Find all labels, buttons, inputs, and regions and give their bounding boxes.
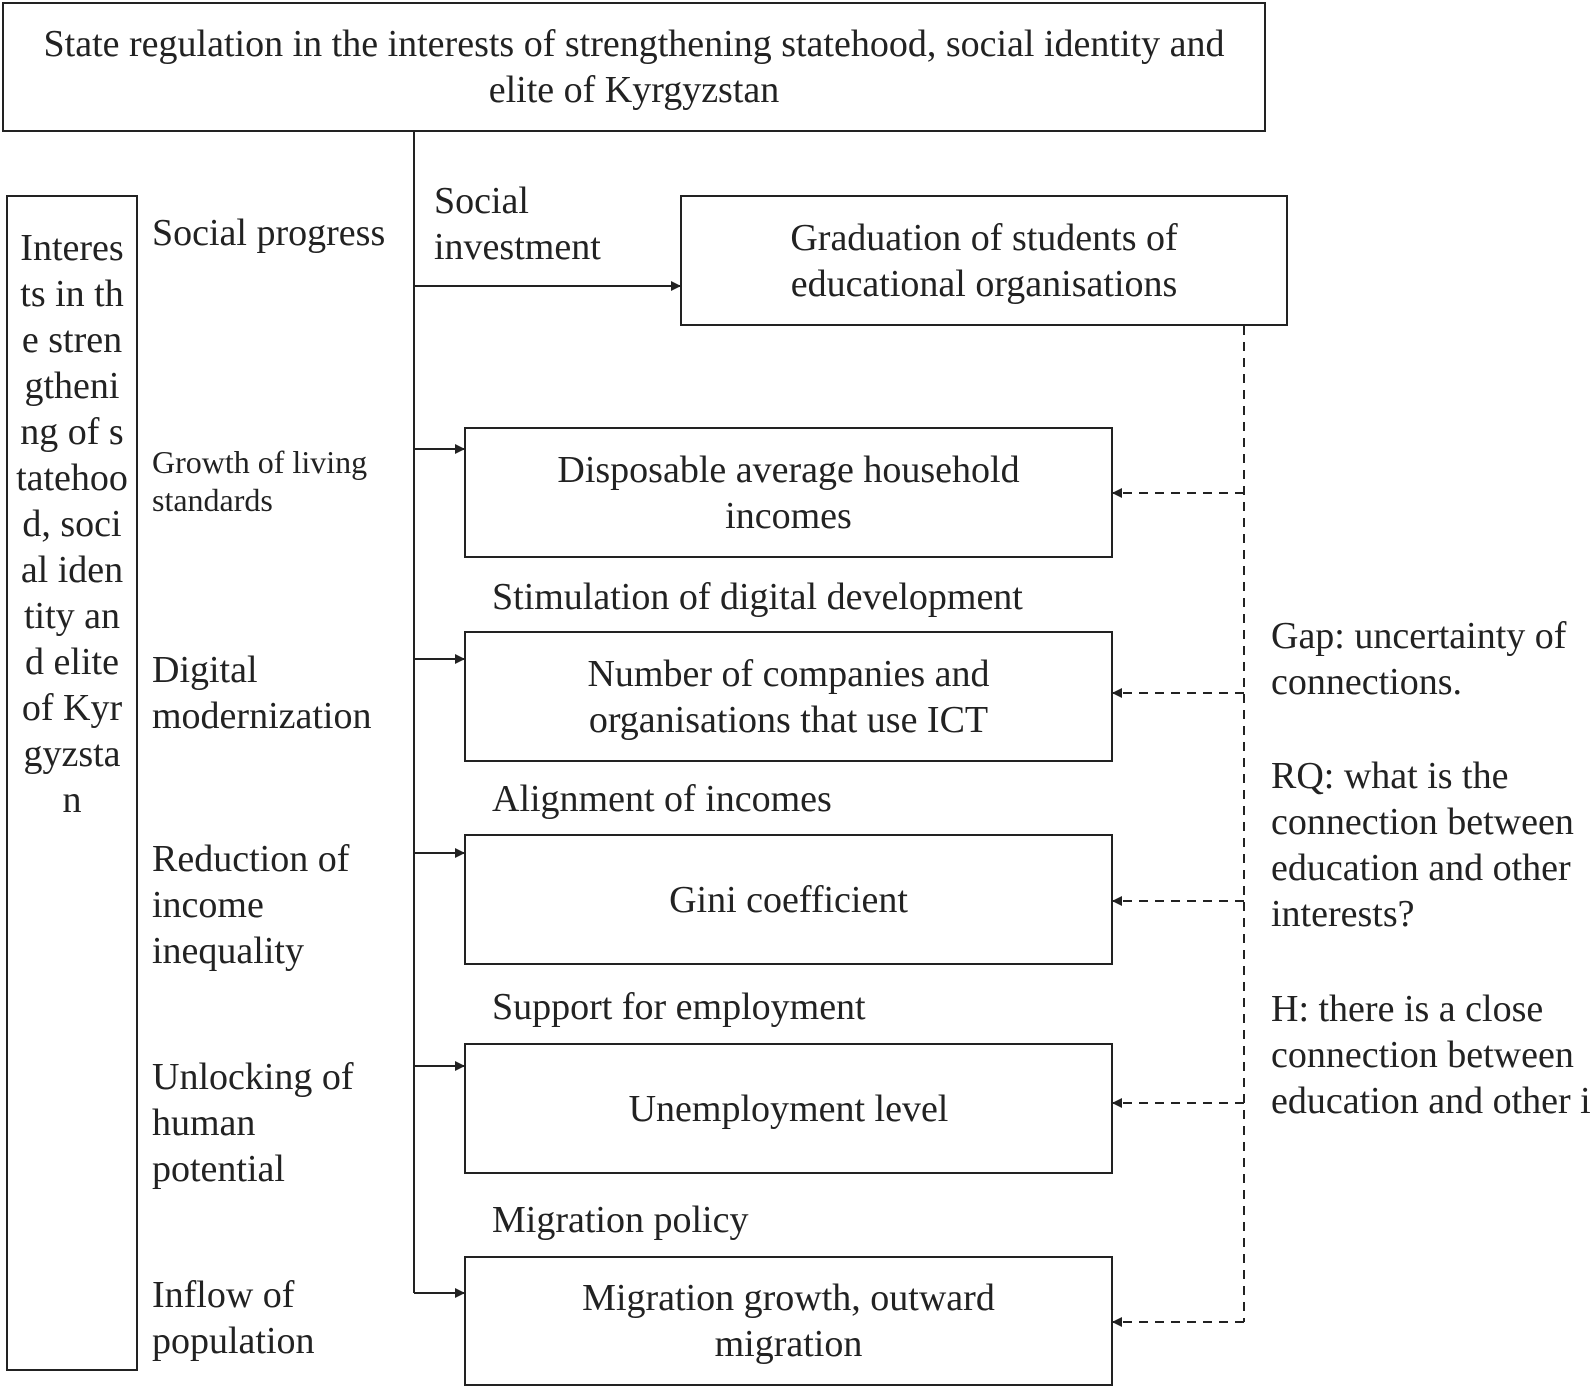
instrument-support-employment: Support for employment — [492, 986, 866, 1028]
indicator-unemployment-box: Unemployment level — [464, 1043, 1113, 1174]
interest-human-potential: Unlocking of human potential — [152, 1056, 354, 1190]
indicator-gini-box: Gini coefficient — [464, 834, 1113, 965]
interests-box: Interests in the strengthening of stateh… — [6, 195, 138, 1371]
title-text: State regulation in the interests of str… — [43, 23, 1225, 111]
interest-social-progress: Social progress — [152, 212, 386, 254]
indicator-ict-box: Number of companies and organisations th… — [464, 631, 1113, 762]
interests-box-text: Interests in the strengthening of stateh… — [16, 227, 128, 821]
instrument-migration-policy: Migration policy — [492, 1199, 749, 1241]
interest-inflow-population: Inflow of population — [152, 1274, 315, 1362]
interest-digital-modernization: Digital modernization — [152, 649, 372, 737]
indicator-graduation-box: Graduation of students of educational or… — [680, 195, 1288, 326]
title-box: State regulation in the interests of str… — [2, 2, 1266, 132]
instrument-alignment-incomes: Alignment of incomes — [492, 778, 832, 820]
instrument-digital-development: Stimulation of digital development — [492, 576, 1023, 618]
research-gap-text: Gap: uncertainty of connections. — [1271, 615, 1567, 703]
interest-living-standards: Growth of living standards — [152, 444, 368, 518]
interest-income-inequality: Reduction of income inequality — [152, 838, 350, 972]
indicator-migration-box: Migration growth, outward migration — [464, 1256, 1113, 1386]
indicator-incomes-box: Disposable average household incomes — [464, 427, 1113, 558]
instrument-social-investment: Social investment — [434, 180, 601, 268]
research-hypothesis-text: H: there is a close connection between e… — [1271, 988, 1591, 1122]
research-question-text: RQ: what is the connection between educa… — [1271, 755, 1574, 935]
